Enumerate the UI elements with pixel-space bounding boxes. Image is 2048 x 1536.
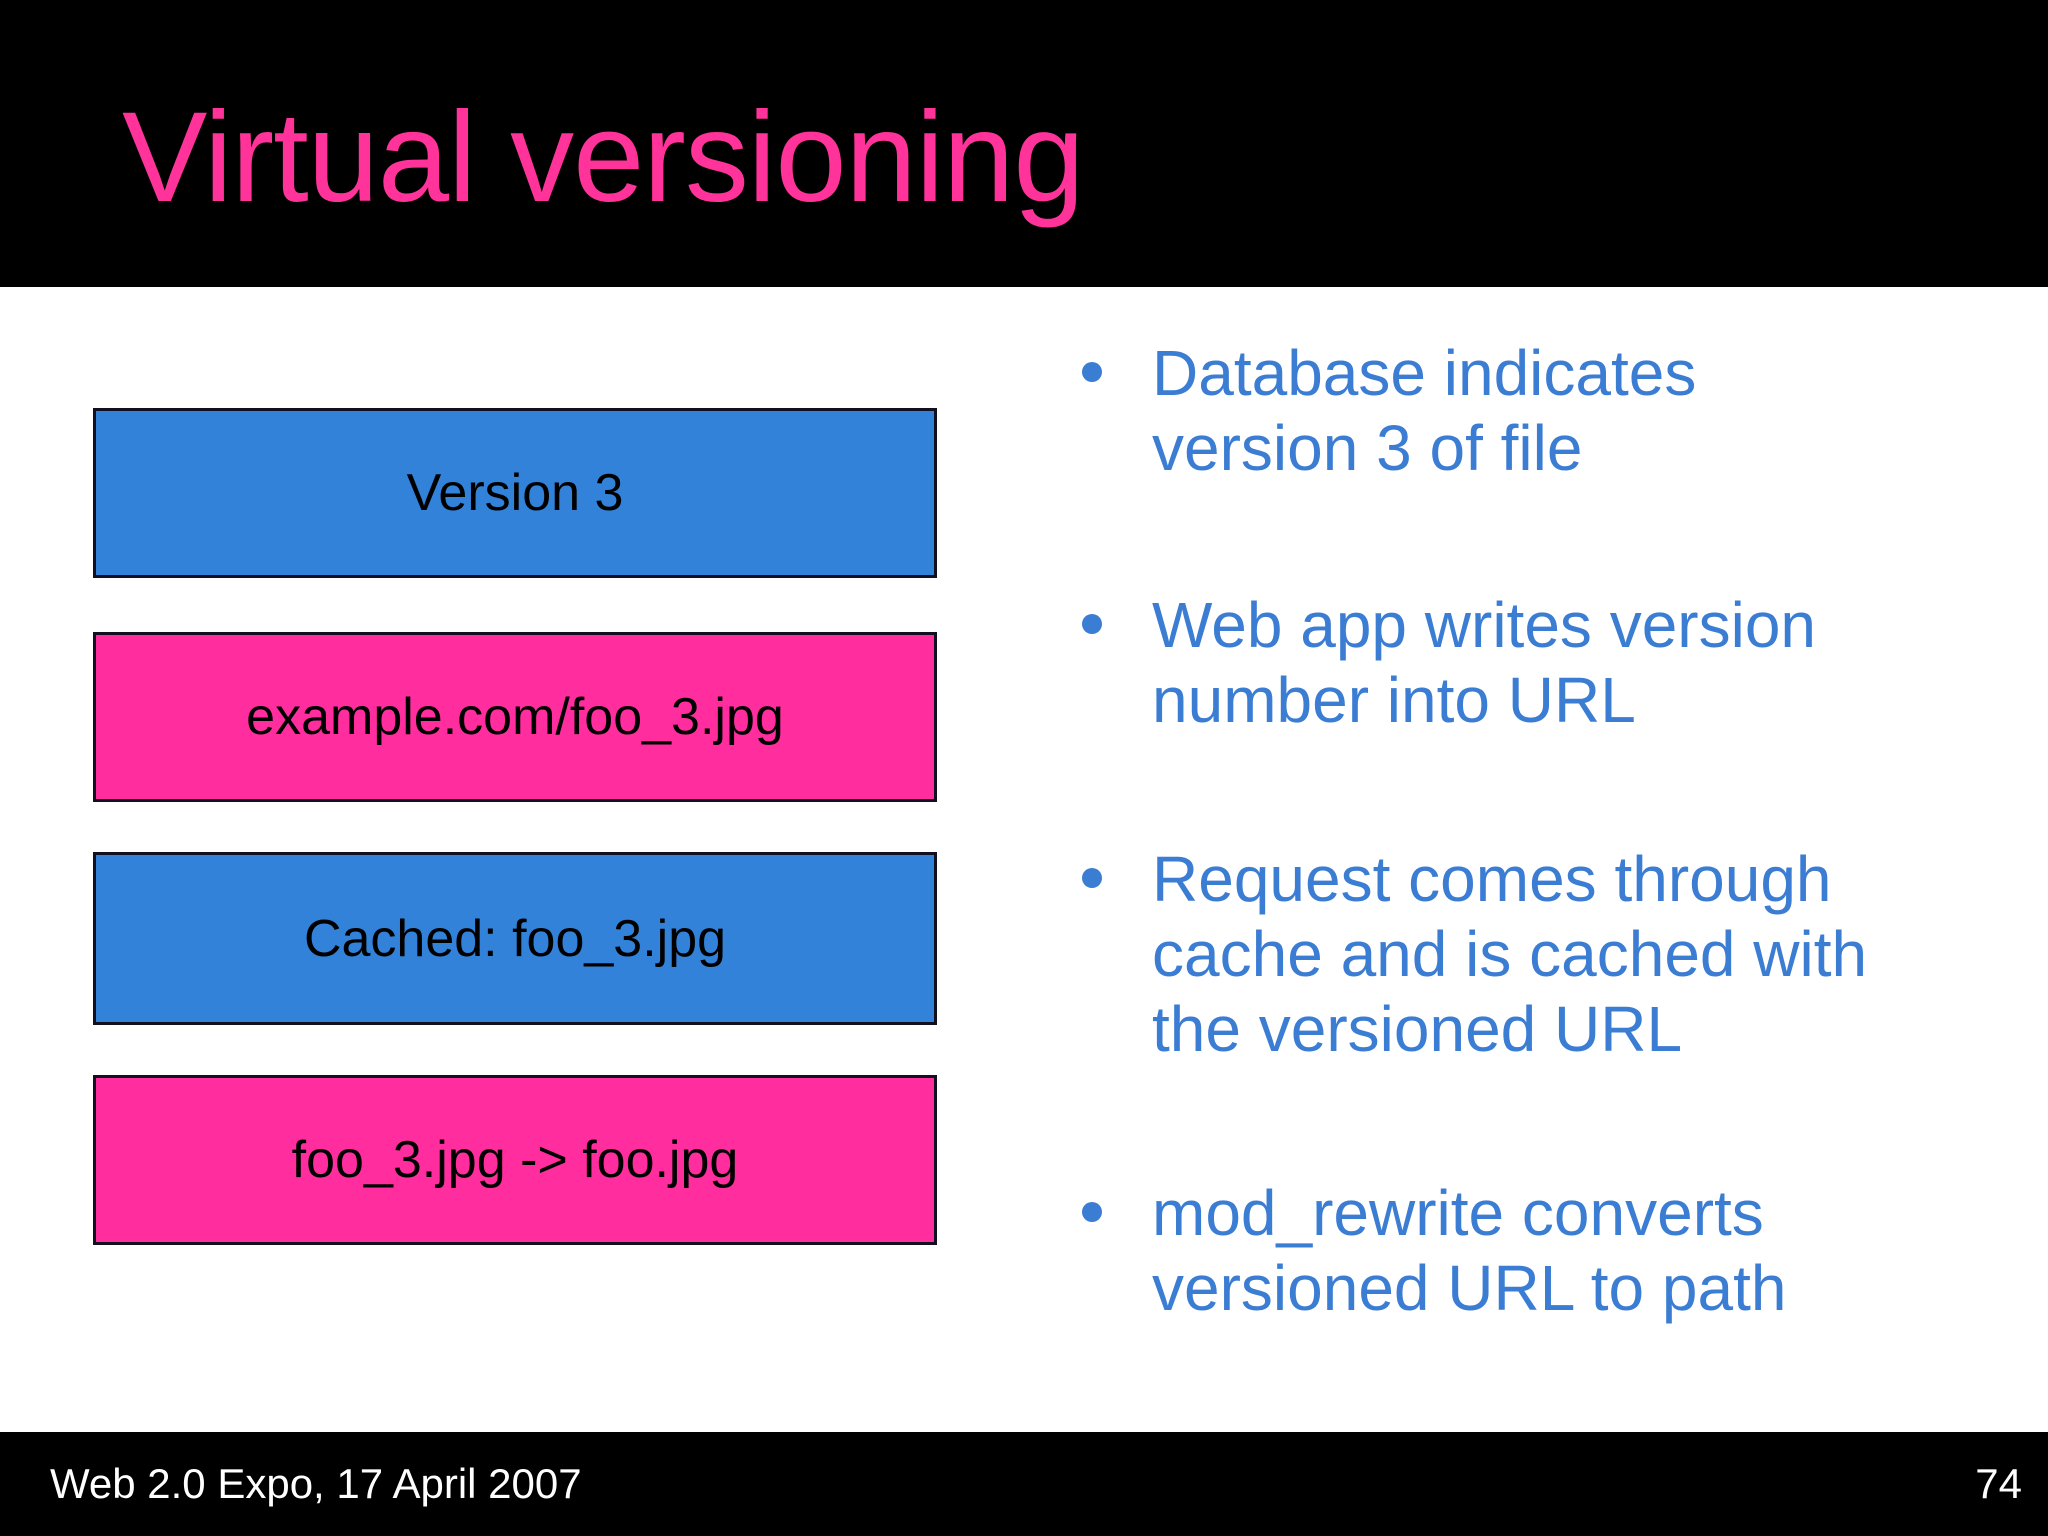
bullet-text-line: Database indicates xyxy=(1152,337,1697,409)
footer-event-label: Web 2.0 Expo, 17 April 2007 xyxy=(50,1460,582,1507)
diagram-box: foo_3.jpg -> foo.jpg xyxy=(93,1075,937,1245)
diagram-box-label: Version 3 xyxy=(406,464,624,522)
diagram-box: Version 3 xyxy=(93,408,937,578)
bullet-text-line: version 3 of file xyxy=(1152,412,1583,484)
bullet-text-line: mod_rewrite converts xyxy=(1152,1177,1764,1249)
diagram-box-label: Cached: foo_3.jpg xyxy=(303,909,727,968)
diagram-box: example.com/foo_3.jpg xyxy=(93,632,937,802)
bullet-text-line: the versioned URL xyxy=(1152,993,1683,1065)
page-number: 74 xyxy=(1975,1460,2022,1507)
bullet-dot-icon xyxy=(1082,362,1102,382)
title-bar: Virtual versioning xyxy=(0,0,2048,287)
diagram-box-label: foo_3.jpg -> foo.jpg xyxy=(291,1131,739,1189)
bullet-text-line: versioned URL to path xyxy=(1152,1252,1787,1324)
bullet-text-line: cache and is cached with xyxy=(1152,918,1868,990)
footer-bar: Web 2.0 Expo, 17 April 2007 74 xyxy=(0,1432,2048,1536)
bullet-dot-icon xyxy=(1082,868,1102,888)
diagram-box-label: example.com/foo_3.jpg xyxy=(246,688,784,746)
bullet-text-line: Web app writes version xyxy=(1152,589,1816,661)
bullet-text-line: Request comes through xyxy=(1152,843,1832,915)
bullet-text-line: number into URL xyxy=(1152,664,1636,736)
bullet-dot-icon xyxy=(1082,614,1102,634)
diagram-box: Cached: foo_3.jpg xyxy=(93,852,937,1025)
slide-title: Virtual versioning xyxy=(122,86,1084,229)
bullet-dot-icon xyxy=(1082,1202,1102,1222)
